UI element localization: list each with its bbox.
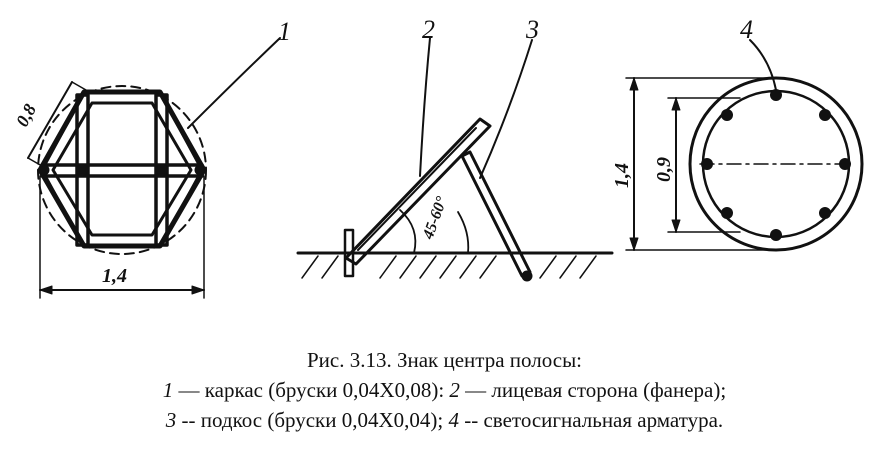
angle-arc — [399, 209, 417, 254]
ring-lamp — [721, 207, 733, 219]
frame-brace — [160, 168, 204, 246]
frame-crossbar — [40, 163, 204, 178]
frame-brace — [40, 168, 84, 246]
ring-lamp — [839, 158, 851, 170]
side-dimension-line — [27, 81, 73, 159]
caption-text-1: — каркас (бруски 0,04X0,08): — [173, 378, 450, 402]
lighting-fixture-view — [625, 39, 864, 252]
arrowhead — [629, 237, 639, 251]
caption-line-2: 3 -- подкос (бруски 0,04X0,04); 4 -- све… — [0, 405, 889, 435]
side-dimension-ext — [71, 81, 87, 91]
caption-num-1: 1 — [162, 378, 174, 402]
caption-num-3: 3 — [165, 408, 177, 432]
leader-line-2 — [419, 37, 431, 177]
side-view — [296, 37, 614, 282]
arrowhead — [191, 285, 205, 295]
outer-diameter-label: 1,4 — [611, 163, 633, 188]
side-dimension-label: 0,8 — [12, 101, 40, 130]
arrowhead — [629, 77, 639, 91]
inclined-face-edge — [357, 127, 477, 251]
ring-lamp — [770, 229, 782, 241]
side-dimension-ext — [27, 157, 43, 167]
ring-lamps — [701, 89, 851, 241]
frame-brace — [40, 94, 84, 172]
part-label-3: 3 — [525, 15, 539, 44]
frame-dashed-circle — [37, 85, 207, 255]
ring-lamp — [819, 207, 831, 219]
part-label-1: 1 — [278, 17, 291, 46]
frame-lamp — [155, 163, 169, 177]
frame-inner-octagon — [51, 101, 193, 237]
caption-title: Рис. 3.13. Знак центра полосы: — [306, 348, 583, 372]
arrowhead — [671, 97, 681, 111]
frame-lamp — [38, 164, 50, 176]
figure-caption: Рис. 3.13. Знак центра полосы: 1 — карка… — [0, 345, 889, 435]
frame-lamp — [75, 163, 89, 177]
ring-lamp — [819, 109, 831, 121]
ground-hatching — [301, 255, 597, 279]
ring-lamp — [770, 89, 782, 101]
inclined-face — [344, 117, 492, 266]
caption-line-1: 1 — каркас (бруски 0,04X0,08): 2 — лицев… — [0, 375, 889, 405]
leader-line-3 — [479, 39, 533, 179]
ground-stake — [343, 228, 355, 278]
frame-lamp — [194, 164, 206, 176]
caption-num-4: 4 — [448, 408, 460, 432]
ring-lamp — [721, 109, 733, 121]
ring-lamp — [701, 158, 713, 170]
caption-text-3: -- подкос (бруски 0,04X0,04); — [176, 408, 449, 432]
arrowhead — [39, 285, 53, 295]
part-label-4: 4 — [740, 15, 753, 44]
arrowhead — [671, 219, 681, 233]
strut-foot — [521, 270, 533, 282]
strut-angle-arc — [457, 211, 470, 254]
angle-label: 45-60° — [419, 194, 450, 242]
frame-front-view — [27, 37, 281, 299]
leader-line-1 — [187, 37, 281, 129]
caption-text-2: — лицевая сторона (фанера); — [459, 378, 727, 402]
inner-diameter-label: 0,9 — [653, 157, 675, 182]
width-dimension-label: 1,4 — [102, 265, 127, 287]
strut — [460, 150, 532, 278]
leader-line-4 — [749, 39, 777, 91]
caption-num-2: 2 — [449, 378, 460, 402]
caption-text-4: -- светосигнальная арматура. — [459, 408, 724, 432]
frame-brace — [160, 94, 204, 172]
frame-outer-octagon — [37, 89, 207, 249]
part-label-2: 2 — [422, 15, 435, 44]
figure-drawing: 1 2 3 4 0,8 1,4 45-60° 1,4 0,9 — [12, 15, 864, 299]
